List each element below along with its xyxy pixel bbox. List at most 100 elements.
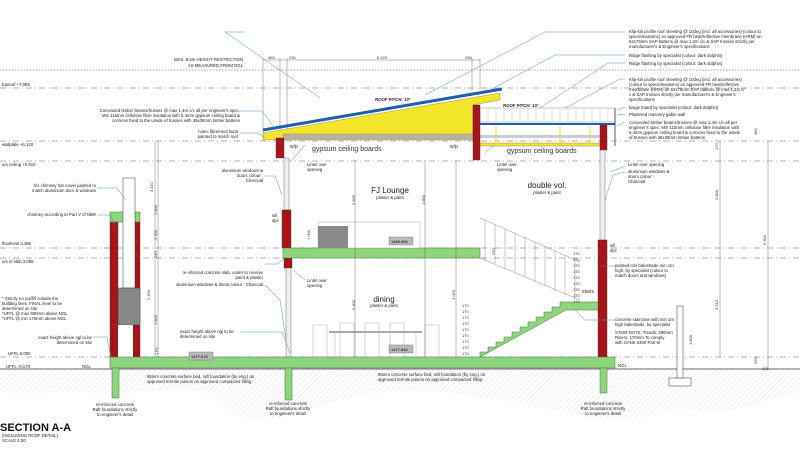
svg-text:Lintel over opening: Lintel over opening bbox=[628, 162, 665, 167]
note-sill: sill dpc bbox=[272, 213, 280, 223]
svg-text:opening: opening bbox=[307, 283, 323, 288]
stair-upper-flight bbox=[479, 217, 581, 301]
svg-text:3 110: 3 110 bbox=[149, 182, 154, 192]
vertical-dimensions bbox=[154, 141, 769, 370]
svg-text:to engineer's detail: to engineer's detail bbox=[585, 411, 621, 416]
wall-lower-left-top bbox=[283, 257, 293, 269]
ceiling-board-left bbox=[282, 133, 474, 141]
ceiling-right-label: gypsum ceiling boards bbox=[507, 148, 577, 155]
note-klip2: Klip-lok profile roof sheeting @ 10deg (… bbox=[629, 77, 745, 102]
svg-text:170: 170 bbox=[462, 309, 469, 314]
foundation-mid bbox=[284, 367, 293, 401]
flat-roof-joists bbox=[479, 142, 601, 147]
svg-text:paint & plaster: paint & plaster bbox=[236, 275, 264, 280]
svg-text:match aluminium door & windows: match aluminium door & windows bbox=[32, 188, 96, 193]
room-lounge: FJ Lounge bbox=[371, 186, 409, 195]
svg-text:h/s chimney hat cowel painted: h/s chimney hat cowel painted to bbox=[34, 183, 97, 188]
svg-text:aluminium windows &: aluminium windows & bbox=[222, 168, 263, 173]
level-slab: u/s of slab 3.085 bbox=[2, 259, 34, 264]
wp-label: w/p bbox=[450, 144, 458, 150]
roof-sheeting-left bbox=[262, 87, 503, 132]
svg-text:dpc: dpc bbox=[272, 218, 280, 223]
svg-text:approved termite poison on app: approved termite poison on approved comp… bbox=[147, 379, 252, 384]
wall-sill-left bbox=[281, 209, 292, 249]
svg-text:2 400: 2 400 bbox=[351, 299, 356, 310]
svg-text:52x76mm SAP battens @ max 1,2m: 52x76mm SAP battens @ max 1,2m c/c & SAP… bbox=[629, 39, 755, 44]
svg-text:480: 480 bbox=[753, 128, 758, 135]
svg-text:295: 295 bbox=[753, 357, 758, 364]
svg-text:re-inforced concrete: re-inforced concrete bbox=[584, 401, 623, 406]
note-fill: * Strictly no cut/fill outside the build… bbox=[2, 296, 68, 321]
stairs-label: stairs bbox=[582, 289, 594, 295]
svg-text:170: 170 bbox=[462, 315, 469, 320]
svg-text:85mm concrete surface bed, raf: 85mm concrete surface bed, raft foundati… bbox=[378, 372, 486, 377]
truss-webs bbox=[299, 101, 472, 137]
svg-text:exact height above ngl to be: exact height above ngl to be bbox=[180, 329, 234, 334]
svg-text:Lintel over: Lintel over bbox=[497, 162, 517, 167]
svg-text:membrane (HRM) on 52x76mm SAP: membrane (HRM) on 52x76mm SAP battens @ … bbox=[629, 87, 745, 92]
svg-text:170: 170 bbox=[573, 251, 580, 256]
svg-text:re-inforced concrete: re-inforced concrete bbox=[96, 402, 135, 407]
vertical-dim-texts: 3 110 1 800 1 000 240 2 400 1 800 2 835 … bbox=[146, 128, 769, 371]
svg-text:1 020: 1 020 bbox=[451, 289, 456, 300]
svg-text:building lines. FINAL level to: building lines. FINAL level to be bbox=[2, 301, 63, 306]
note-fascia: nutec fibrement facia painted to match r… bbox=[198, 129, 239, 139]
svg-text:1 000: 1 000 bbox=[306, 229, 311, 240]
svg-text:2 400: 2 400 bbox=[146, 289, 151, 300]
level-toproof: toproof +7.085 bbox=[2, 82, 30, 87]
svg-text:1 800: 1 800 bbox=[153, 204, 158, 215]
svg-text:to engineer's detail: to engineer's detail bbox=[97, 412, 133, 417]
note-concrete-stair: concrete staircase with min 1m high balu… bbox=[615, 317, 674, 327]
note-alu-upper: aluminium windows & doors colour : Charc… bbox=[222, 168, 263, 183]
svg-text:170: 170 bbox=[462, 339, 469, 344]
level-box-text: 1480.900 bbox=[391, 239, 408, 244]
upper-floor-slab bbox=[282, 247, 481, 259]
svg-text:*UFFL @ max 900mm above NGL: *UFFL @ max 900mm above NGL bbox=[2, 311, 68, 316]
svg-text:opening: opening bbox=[307, 167, 323, 172]
svg-text:1 800: 1 800 bbox=[153, 314, 158, 325]
top-dim: 6 220 bbox=[377, 55, 388, 60]
note-timber-left: Concealed timber beams/trusses @ max 1,4… bbox=[100, 108, 240, 123]
svg-text:doors colour :: doors colour : bbox=[628, 174, 654, 179]
svg-text:sill: sill bbox=[272, 213, 277, 218]
level-box bbox=[388, 236, 414, 246]
svg-text:match doors and windows): match doors and windows) bbox=[615, 273, 667, 278]
svg-text:approved termite poison on app: approved termite poison on approved comp… bbox=[378, 377, 483, 382]
svg-text:with SANS 0400 Part M: with SANS 0400 Part M bbox=[615, 340, 661, 345]
level-box bbox=[388, 344, 414, 354]
foundation-right bbox=[599, 367, 608, 394]
svg-text:painted to match roof: painted to match roof bbox=[198, 134, 239, 139]
restriction-line1: MAX. 8.5m HEIGHT RESTRICTION bbox=[174, 57, 243, 62]
svg-text:sill: sill bbox=[610, 243, 615, 248]
svg-text:determined on site: determined on site bbox=[2, 306, 38, 311]
svg-text:Lintel over: Lintel over bbox=[307, 278, 327, 283]
svg-text:Concealed timber beams/trusses: Concealed timber beams/trusses @ max 1,4… bbox=[100, 108, 240, 113]
note-stair: STAIR NOTE: Treads: 280mm Risers: 170mm … bbox=[615, 330, 673, 345]
top-dim: 230 bbox=[289, 55, 296, 60]
svg-text:170: 170 bbox=[573, 287, 580, 292]
svg-text:170: 170 bbox=[573, 275, 580, 280]
svg-text:170: 170 bbox=[573, 257, 580, 262]
svg-text:240: 240 bbox=[153, 251, 158, 258]
svg-text:Risers: 170mm To comply: Risers: 170mm To comply bbox=[615, 335, 665, 340]
svg-text:dpc: dpc bbox=[610, 248, 618, 253]
svg-text:6.4mm gypsum ceiling board & c: 6.4mm gypsum ceiling board & cornices fi… bbox=[629, 130, 741, 135]
section-title: SECTION A-A bbox=[0, 422, 71, 434]
level-wallplate: wallplate +6.120 bbox=[2, 142, 34, 147]
svg-text:2 800: 2 800 bbox=[714, 189, 719, 200]
note-exact-mid: exact height above ngl to be determined … bbox=[180, 329, 234, 339]
svg-text:Klip-lok profile roof sheeting: Klip-lok profile roof sheeting @ 10deg (… bbox=[629, 77, 742, 82]
level-box bbox=[188, 351, 214, 361]
level-uffl1: UFFL -0.170 bbox=[6, 364, 31, 369]
room-dining: dining bbox=[373, 295, 394, 304]
ground-slab bbox=[109, 356, 616, 369]
roof-pitch-right: ROOF PITCH: 10° bbox=[503, 103, 539, 108]
svg-text:specifications: specifications bbox=[629, 97, 655, 102]
svg-text:Charcoal: Charcoal bbox=[628, 179, 645, 184]
column-centre bbox=[472, 104, 481, 161]
level-uffl0: UFFL 0.000 bbox=[8, 351, 31, 356]
svg-text:aluminium windows &: aluminium windows & bbox=[628, 169, 669, 174]
svg-text:1 800: 1 800 bbox=[688, 334, 693, 345]
